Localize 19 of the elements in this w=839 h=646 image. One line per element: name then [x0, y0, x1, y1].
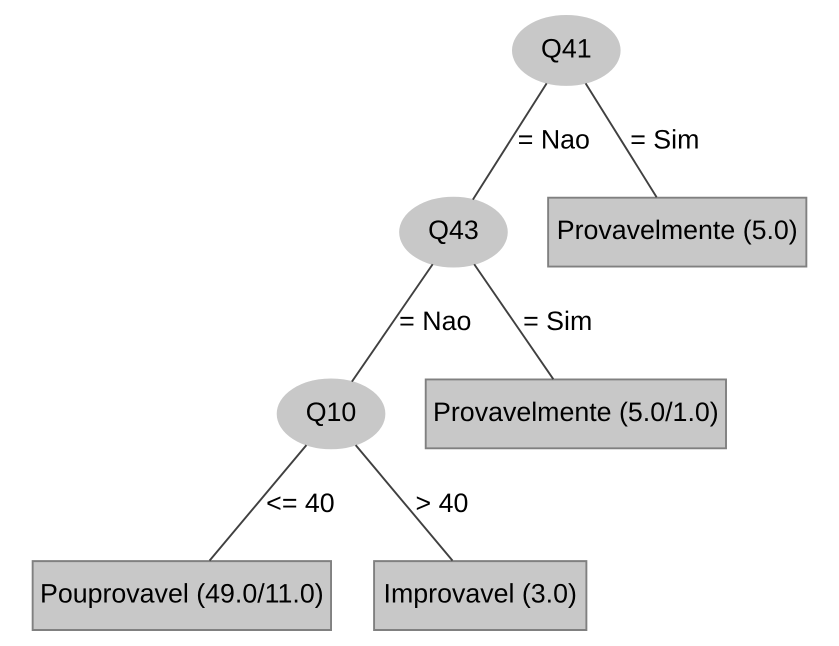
node-box: Provavelmente (5.0)	[547, 196, 808, 268]
connector	[473, 264, 554, 380]
node-ellipse: Q10	[276, 378, 386, 450]
node-box: Pouprovavel (49.0/11.0)	[32, 560, 332, 631]
connector	[472, 82, 548, 200]
node-box: Improvavel (3.0)	[373, 560, 588, 631]
node-box: Provavelmente (5.0/1.0)	[424, 378, 727, 450]
connector	[354, 444, 454, 562]
edge-label: = Nao	[518, 124, 590, 154]
edge-label: = Nao	[399, 306, 472, 336]
connector	[351, 264, 434, 382]
connector	[208, 444, 308, 562]
edge-label: = Sim	[630, 124, 700, 154]
edge-label: = Sim	[523, 306, 592, 336]
node-ellipse: Q43	[399, 196, 508, 268]
edge-label: > 40	[416, 488, 468, 518]
node-ellipse: Q41	[512, 15, 621, 86]
edge-label: <= 40	[266, 488, 335, 518]
connector	[584, 82, 658, 198]
